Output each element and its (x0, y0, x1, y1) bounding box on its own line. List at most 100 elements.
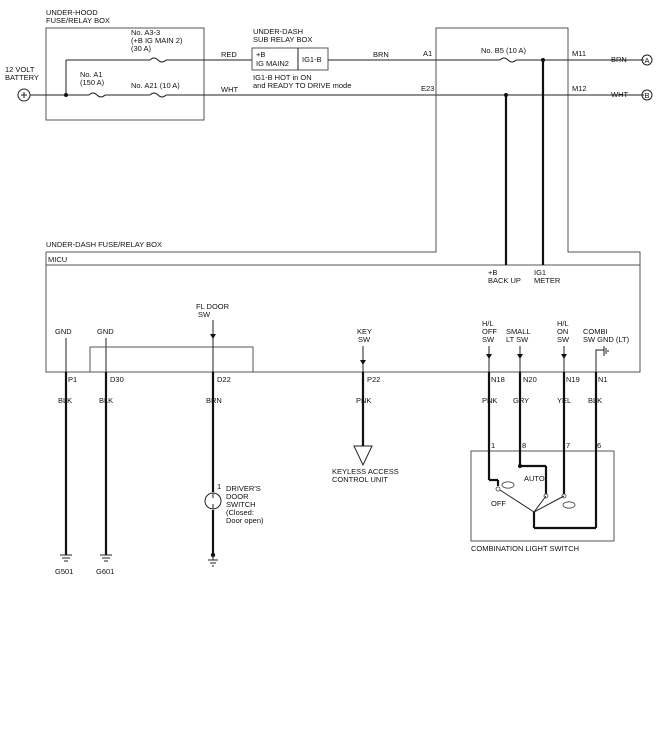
fuse-a3-3-label-line2: (+B IG MAIN 2) (131, 36, 183, 45)
door-switch-label-line2: DOOR (226, 492, 249, 501)
door-switch-ground-icon (208, 559, 218, 567)
wire-blk-label-2: BLK (99, 396, 113, 405)
wire-brn-label-3: BRN (206, 396, 222, 405)
terminal-d22: D22 (217, 375, 231, 384)
fuse-a1-label-line1: No. A1 (80, 70, 103, 79)
gnd-label-2: GND (97, 327, 114, 336)
fuse-a3-3-label-line1: No. A3-3 (131, 28, 160, 37)
wire-blk-label-1: BLK (58, 396, 72, 405)
backup-label-line1: +B (488, 268, 497, 277)
keyless-label-line1: KEYLESS ACCESS (332, 467, 399, 476)
terminal-n20: N20 (523, 375, 537, 384)
connector-a (641, 54, 653, 66)
relay-note-line2: and READY TO DRIVE mode (253, 81, 351, 90)
keyless-label-line2: CONTROL UNIT (332, 475, 388, 484)
headlight-on-icon (562, 501, 576, 509)
wire-brn-label-2: BRN (611, 55, 627, 64)
switch-pin-1: 1 (491, 441, 495, 450)
small-lt-label-line2: LT SW (506, 335, 529, 344)
combi-label-line1: COMBI (583, 327, 608, 336)
micu-label: MICU (48, 255, 67, 264)
wire-wht-label-2: WHT (611, 90, 628, 99)
terminal-n1: N1 (598, 375, 608, 384)
hl-off-label-line3: SW (482, 335, 495, 344)
combination-switch-label: COMBINATION LIGHT SWITCH (471, 544, 579, 553)
terminal-n19: N19 (566, 375, 580, 384)
relay-ig1b-label: IG1-B (302, 55, 322, 64)
switch-pin-8: 8 (522, 441, 526, 450)
ground-g601-icon (100, 554, 112, 562)
sub-relay-box-label-line1: UNDER-DASH (253, 27, 303, 36)
terminal-d30: D30 (110, 375, 124, 384)
ground-g501-label: G501 (55, 567, 73, 576)
under-hood-box-label-line1: UNDER-HOOD (46, 8, 98, 17)
fuse-a1-icon (88, 92, 106, 98)
under-dash-box-label: UNDER-DASH FUSE/RELAY BOX (46, 240, 162, 249)
ig1-label-line1: IG1 (534, 268, 546, 277)
terminal-p22: P22 (367, 375, 380, 384)
micu-inner-block (89, 346, 254, 373)
key-sw-label-line2: SW (358, 335, 371, 344)
fl-door-label-line1: FL DOOR (196, 302, 230, 311)
terminal-m12: M12 (572, 84, 587, 93)
terminal-m11: M11 (572, 49, 586, 58)
door-switch-label-line5: Door open) (226, 516, 264, 525)
under-dash-fuse-box: UNDER-DASH FUSE/RELAY BOX MICU (45, 27, 641, 373)
relay-ig-main2-label: IG MAIN2 (256, 59, 289, 68)
ig1-label-line2: METER (534, 276, 561, 285)
fuse-b5-icon (499, 57, 517, 63)
fuse-a3-3-icon (149, 57, 167, 63)
small-lt-label-line1: SMALL (506, 327, 531, 336)
door-switch-pin: 1 (217, 482, 221, 491)
gnd-label-1: GND (55, 327, 72, 336)
connector-b-label: B (645, 91, 650, 100)
terminal-p1: P1 (68, 375, 77, 384)
backup-label-line2: BACK UP (488, 276, 521, 285)
switch-position-off: OFF (491, 499, 506, 508)
fuse-b5-label: No. B5 (10 A) (481, 46, 527, 55)
battery-label-line2: BATTERY (5, 73, 39, 82)
hl-on-label-line1: H/L (557, 319, 569, 328)
sub-relay-box-label-line2: SUB RELAY BOX (253, 35, 312, 44)
combi-label-line2: SW GND (LT) (583, 335, 630, 344)
fuse-a21-label: No. A21 (10 A) (131, 81, 180, 90)
fl-door-label-line2: SW (198, 310, 211, 319)
connector-a-label: A (645, 56, 650, 65)
door-switch-label-line3: SWITCH (226, 500, 256, 509)
under-hood-fuse-box: UNDER-HOOD FUSE/RELAY BOX (45, 8, 205, 121)
fuse-a3-3-label-line3: (30 A) (131, 44, 152, 53)
key-sw-label-line1: KEY (357, 327, 372, 336)
terminal-e23: E23 (421, 84, 434, 93)
switch-pin-6: 6 (597, 441, 601, 450)
switch-pin-7: 7 (566, 441, 570, 450)
door-switch-label-line4: (Closed: (226, 508, 254, 517)
door-switch-label-line1: DRIVER'S (226, 484, 261, 493)
hl-on-label-line3: SW (557, 335, 570, 344)
ground-g601-label: G601 (96, 567, 114, 576)
wire-pnk-label-1: PNK (356, 396, 371, 405)
combination-switch-box (470, 450, 615, 542)
terminal-n18: N18 (491, 375, 505, 384)
under-hood-box-label-line2: FUSE/RELAY BOX (46, 16, 110, 25)
hl-off-label-line1: H/L (482, 319, 494, 328)
fuse-a1-label-line2: (150 A) (80, 78, 105, 87)
keyless-unit-arrow-icon (353, 445, 373, 467)
fuse-a21-icon (149, 92, 167, 98)
hl-off-label-line2: OFF (482, 327, 497, 336)
under-dash-sub-relay-box: UNDER-DASH SUB RELAY BOX +B IG MAIN2 IG1… (251, 27, 351, 90)
wire-brn-label-1: BRN (373, 50, 389, 59)
hl-on-label-line2: ON (557, 327, 568, 336)
switch-wiper (499, 489, 535, 513)
wire-wht-label: WHT (221, 85, 238, 94)
relay-note-line1: IG1-B HOT in ON (253, 73, 312, 82)
battery: 12 VOLT BATTERY (5, 65, 39, 102)
relay-plus-b-label: +B (256, 50, 265, 59)
battery-label-line1: 12 VOLT (5, 65, 35, 74)
headlight-off-icon (501, 481, 515, 489)
connector-b (641, 89, 653, 101)
ground-g501-icon (60, 554, 72, 562)
wire-red-label: RED (221, 50, 237, 59)
terminal-a1: A1 (423, 49, 432, 58)
